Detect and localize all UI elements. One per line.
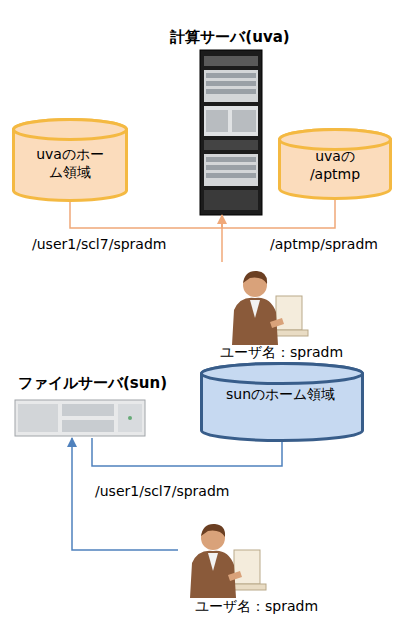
node-text: 計算サーバ(uva) [150, 28, 310, 47]
path-label: /user1/scl7/spradm [32, 236, 166, 252]
path-label: /aptmp/spradm [270, 236, 378, 252]
storage-cylinder: uvaの /aptmp [278, 128, 392, 200]
file-server-box [15, 400, 145, 436]
node-text: ユーザ名：spradm [220, 344, 355, 362]
user-figure [190, 524, 266, 598]
storage-cylinder: sunのホーム領域 [200, 362, 364, 442]
node-text: uvaの /aptmp [298, 148, 372, 183]
user-figure [232, 271, 308, 345]
file-server: ファイルサーバ(sun) [12, 372, 162, 438]
user-node: ユーザ名：spradm [215, 262, 355, 362]
connector-line [221, 215, 223, 262]
node-text: ユーザ名：spradm [195, 598, 318, 616]
server-rack [200, 50, 262, 215]
node-text: ファイルサーバ(sun) [18, 374, 162, 393]
user-node: ユーザ名：spradm [178, 518, 318, 616]
path-label: /user1/scl7/spradm [95, 483, 229, 499]
node-text: uvaのホーム領域 [34, 146, 106, 181]
storage-cylinder: uvaのホーム領域 [12, 118, 128, 202]
connector-line [70, 202, 222, 228]
connector-line [92, 438, 282, 466]
connector-line [222, 200, 335, 228]
node-text: sunのホーム領域 [226, 386, 338, 404]
